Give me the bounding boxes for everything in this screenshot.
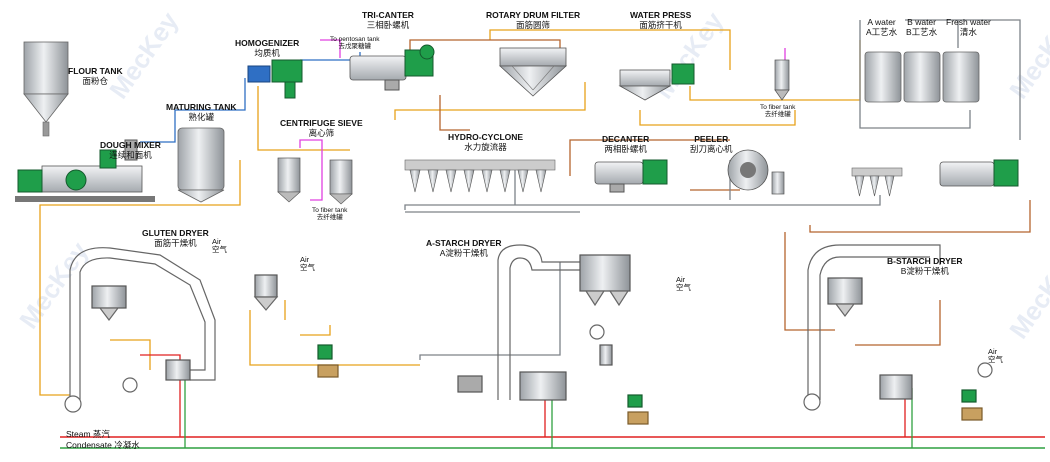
flour-tank [23, 41, 69, 137]
water-tanks [864, 51, 980, 103]
peeler [727, 149, 785, 195]
gluten-dryer [64, 247, 339, 413]
a-starch-dryer [457, 244, 649, 425]
rotary-drum-filter [498, 47, 568, 97]
maturing-tank [177, 127, 225, 203]
legend-condensate: Condensate 冷凝水 [66, 440, 140, 450]
dough-mixer [15, 139, 155, 202]
water-press [618, 63, 695, 101]
legend-steam: Steam 蒸汽 [66, 429, 110, 439]
b-starch-dryer [803, 244, 993, 421]
centrifuge-sieve [277, 157, 353, 205]
hydro-cyclone-bank-b [851, 167, 903, 197]
homogenizer [247, 59, 303, 99]
decanter [594, 159, 668, 193]
tri-canter [349, 44, 435, 91]
sieve-top-right [774, 59, 790, 101]
hydro-cyclone-bank [404, 159, 556, 193]
decanter-b [939, 159, 1019, 187]
